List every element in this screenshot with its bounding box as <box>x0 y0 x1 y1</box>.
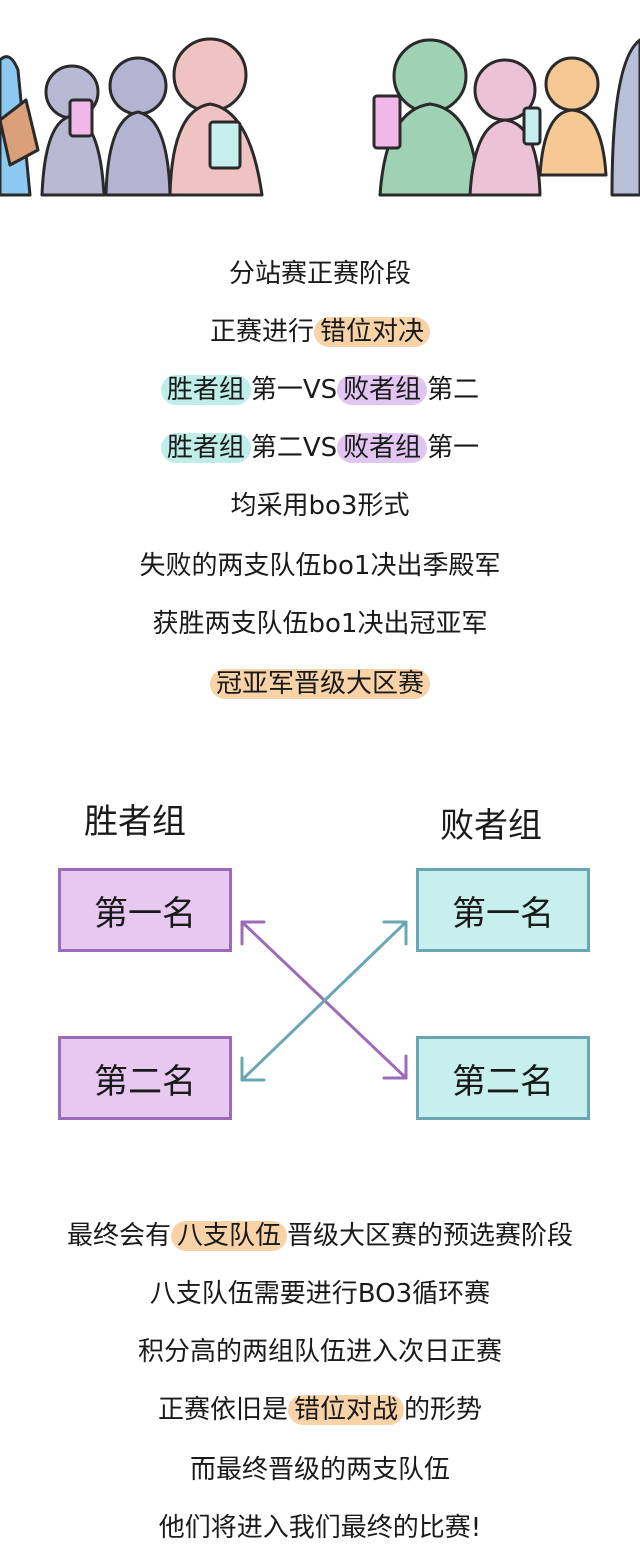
person-green <box>372 38 480 197</box>
person-pink <box>168 37 264 197</box>
winners-second-box: 第二名 <box>58 1036 232 1120</box>
people-illustration <box>0 37 640 197</box>
person-grey-edge <box>610 38 640 197</box>
intro-line-6: 失败的两支队伍bo1决出季殿军 <box>139 551 501 581</box>
person-lavender-2 <box>104 56 172 197</box>
person-tan <box>0 98 40 167</box>
winners-group-label: 胜者组 <box>84 802 186 842</box>
outro-line-4: 正赛依旧是错位对战的形势 <box>157 1395 483 1425</box>
person-rose <box>468 58 542 197</box>
outro-line-5: 而最终晋级的两支队伍 <box>189 1455 450 1485</box>
highlight: 错位对决 <box>314 317 431 347</box>
losers-group-label: 败者组 <box>440 806 542 846</box>
outro-line-1: 最终会有八支队伍晋级大区赛的预选赛阶段 <box>66 1221 574 1251</box>
intro-line-8: 冠亚军晋级大区赛 <box>0 666 640 702</box>
intro-line-5: 均采用bo3形式 <box>230 491 410 521</box>
person-lavender-1 <box>40 64 106 197</box>
arrow-winners2-vs-losers1 <box>240 920 408 1082</box>
outro-line-2: 八支队伍需要进行BO3循环赛 <box>149 1279 491 1309</box>
intro-line-7: 获胜两支队伍bo1决出冠亚军 <box>152 609 488 639</box>
intro-line-1: 分站赛正赛阶段 <box>228 259 411 289</box>
winners-first-box: 第一名 <box>58 868 232 952</box>
outro-line-6: 他们将进入我们最终的比赛! <box>158 1513 482 1543</box>
matchup-arrows <box>240 920 408 1082</box>
outro-line-3: 积分高的两组队伍进入次日正赛 <box>137 1337 502 1367</box>
losers-second-box: 第二名 <box>416 1036 590 1120</box>
person-orange <box>538 56 608 177</box>
losers-first-box: 第一名 <box>416 868 590 952</box>
intro-line-2: 正赛进行错位对决 <box>0 314 640 350</box>
